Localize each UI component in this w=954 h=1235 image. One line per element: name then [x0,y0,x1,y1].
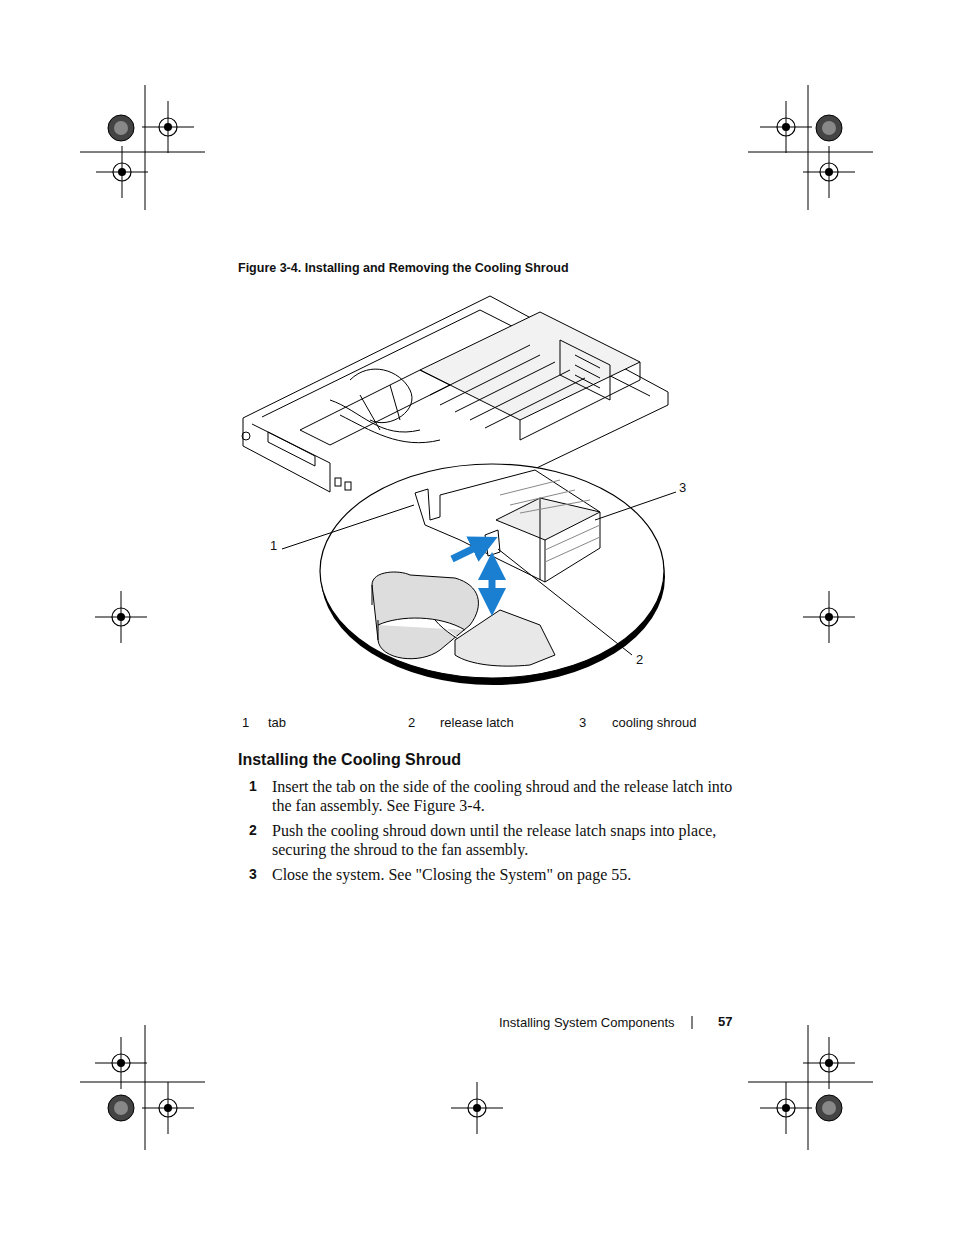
legend-number: 3 [579,715,586,731]
crop-marks [80,85,873,1150]
footer-text: Installing System Components [499,1015,675,1031]
leader-lines [282,492,676,655]
legend-text: tab [268,715,286,731]
figure-title: Figure 3-4. Installing and Removing the … [238,260,569,276]
step-number: 2 [249,821,257,840]
legend-number: 2 [408,715,415,731]
callout-number: 1 [270,538,277,554]
legend-number: 1 [242,715,249,731]
step-text: Insert the tab on the side of the coolin… [272,777,734,815]
footer-rule [692,1016,693,1029]
step-number: 3 [249,865,257,884]
step-text: Push the cooling shroud down until the r… [272,821,734,859]
section-heading: Installing the Cooling Shroud [238,750,461,770]
legend-text: release latch [440,715,514,731]
step-number: 1 [249,777,257,796]
detail-view [320,464,665,685]
callout-number: 2 [636,652,643,668]
step-text: Close the system. See "Closing the Syste… [272,865,734,884]
page-number: 57 [718,1014,732,1030]
legend-text: cooling shroud [612,715,697,731]
callout-number: 3 [679,480,686,496]
